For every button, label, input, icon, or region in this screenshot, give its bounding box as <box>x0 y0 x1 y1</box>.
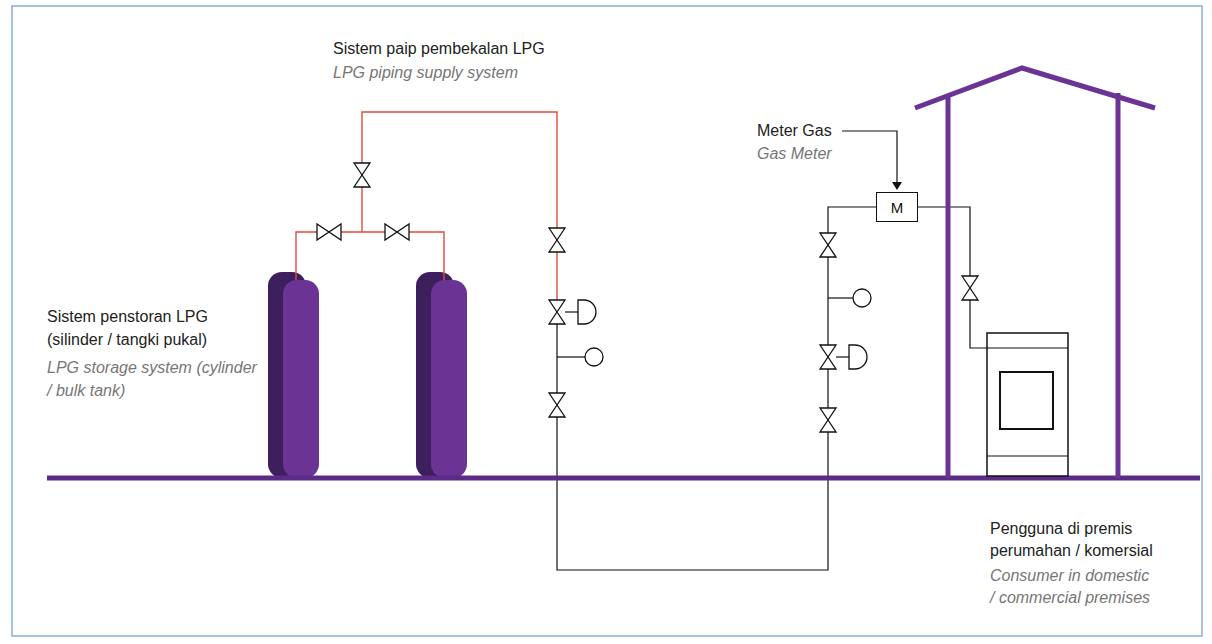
house-wall <box>946 96 951 478</box>
house-wall <box>1116 93 1121 478</box>
leader-arrowhead <box>892 182 902 190</box>
gas-pipe <box>557 207 876 570</box>
regulator-stem <box>836 356 849 357</box>
gauge-stem <box>828 297 853 298</box>
pressure-gauge <box>585 348 603 366</box>
regulator-head <box>578 300 596 324</box>
cylinder-front <box>283 280 319 478</box>
system-label: Sistem paip pembekalan LPG <box>333 37 545 60</box>
consumer-label: Pengguna di premis perumahan / komersial <box>990 518 1175 562</box>
valve-symbol <box>820 233 836 257</box>
red-pipe <box>362 112 557 300</box>
stove-window <box>1000 372 1053 429</box>
regulator-valve <box>820 345 836 369</box>
regulator-valve <box>549 300 565 324</box>
meter-letter: M <box>891 199 904 216</box>
regulator-stem <box>565 311 578 312</box>
pressure-gauge <box>853 289 871 307</box>
meter-label-en: Gas Meter <box>757 142 832 165</box>
gauge-stem <box>557 356 585 357</box>
stove <box>987 333 1068 476</box>
consumer-label-en: Consumer in domestic / commercial premis… <box>990 565 1155 609</box>
storage-label-en: LPG storage system (cylinder / bulk tank… <box>47 356 257 402</box>
meter-label: Meter Gas <box>757 119 832 142</box>
frame <box>12 6 1202 636</box>
valve-symbol <box>385 224 409 240</box>
valve-symbol <box>549 393 565 417</box>
valve-symbol <box>549 228 565 252</box>
cylinder-front <box>431 280 467 478</box>
gas-meter-box: M <box>876 192 918 222</box>
stove-line <box>987 455 1068 456</box>
regulator-head <box>849 345 867 369</box>
valve-symbol <box>317 224 341 240</box>
storage-label: Sistem penstoran LPG (silinder / tangki … <box>47 305 257 351</box>
valve-symbol <box>820 408 836 432</box>
gas-pipe <box>918 207 987 348</box>
stove-line <box>987 347 1068 348</box>
valve-symbol <box>962 276 978 300</box>
system-label-en: LPG piping supply system <box>333 61 518 84</box>
leader-line <box>842 131 897 184</box>
valve-symbol <box>354 163 370 187</box>
